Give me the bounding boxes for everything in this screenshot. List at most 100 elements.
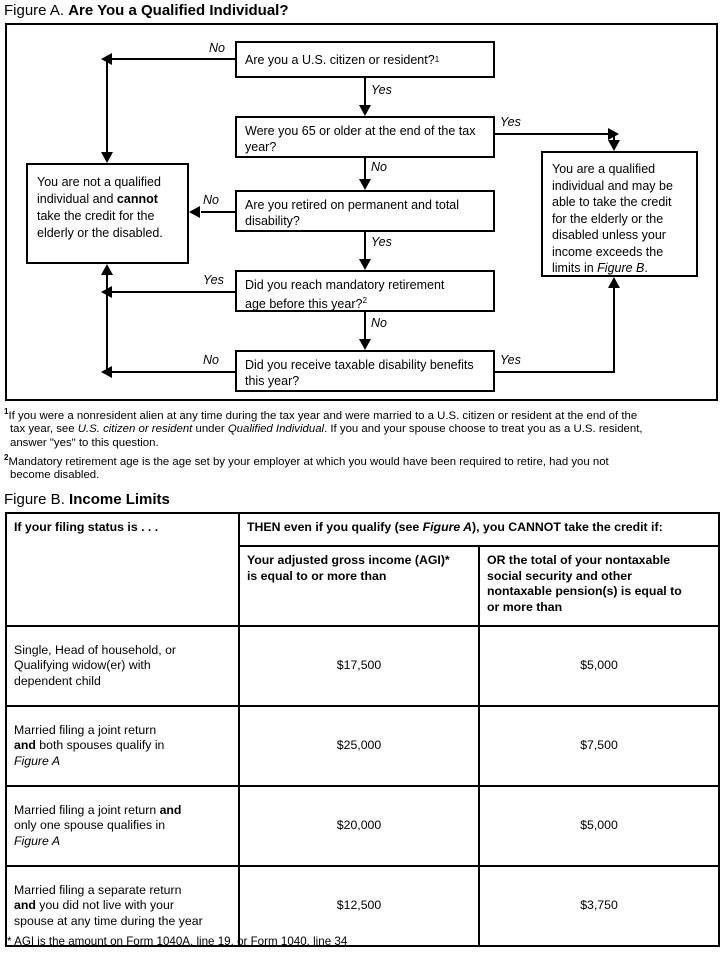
header-nontaxable-line1: OR the total of your nontaxable (487, 553, 671, 567)
figure-b-footnote: * AGI is the amount on Form 1040A, line … (7, 935, 348, 948)
edge-citizen-yes-vertical (364, 78, 366, 105)
edge-mandatory-no-arrowhead (359, 339, 371, 350)
edge-age-no-arrowhead (359, 179, 371, 190)
edge-taxable-no-horizontal (107, 371, 235, 373)
edge-age-yes-vertical (613, 133, 615, 140)
header-then-span: THEN even if you qualify (see Figure A),… (237, 512, 721, 547)
footnote-1-ref-citizen: U.S. citizen or resident (77, 423, 193, 436)
header-nontaxable-line4: or more than (487, 599, 563, 614)
edge-label-citizen-no: No (209, 41, 225, 55)
edge-mandatory-yes-up-arrowhead (101, 264, 113, 275)
figure-a-flowchart: Are you a U.S. citizen or resident?1 Wer… (5, 23, 718, 401)
node-mandatory-retirement-line1: Did you reach mandatory retirement (245, 278, 445, 292)
terminal-not-qualified-line2a: individual and (37, 192, 117, 206)
node-retired-disability-text: Are you retired on permanent and total d… (245, 198, 460, 228)
node-mandatory-retirement: Did you reach mandatory retirement age b… (235, 270, 495, 312)
edge-retired-no-arrowhead (189, 206, 200, 218)
header-agi-line2: is equal to or more than (247, 568, 387, 583)
terminal-not-qualified-cannot: cannot (116, 192, 158, 206)
terminal-qualified-line7c: . (644, 261, 648, 275)
header-filing-status-text: If your filing status is . . . (14, 520, 159, 534)
footnote-2-line2: become disabled. (10, 469, 100, 482)
node-retired-disability: Are you retired on permanent and total d… (235, 190, 495, 232)
footnote-1-marker: 1 (4, 407, 9, 416)
footnote-1-line2-a: tax year, see (10, 423, 78, 436)
terminal-qualified: You are a qualified individual and may b… (541, 151, 698, 277)
node-us-citizen-text: Are you a U.S. citizen or resident? (245, 52, 435, 67)
row-2-status-line1: Married filing a joint return (14, 722, 157, 737)
terminal-qualified-figure-b-ref: Figure B (597, 261, 645, 275)
edge-citizen-no-horizontal (107, 58, 235, 60)
edge-label-taxable-yes: Yes (500, 353, 521, 367)
terminal-qualified-line1: You are a qualified (552, 162, 656, 176)
edge-label-mandatory-yes: Yes (203, 273, 224, 287)
edge-label-mandatory-no: No (371, 316, 387, 330)
terminal-not-qualified-line4: elderly or the disabled. (37, 226, 163, 240)
header-then-span-b: ), you CANNOT take the credit if: (472, 520, 663, 534)
figure-b-label: Figure B. (4, 491, 65, 508)
node-us-citizen-footnote-marker: 1 (434, 54, 440, 64)
node-us-citizen: Are you a U.S. citizen or resident?1 (235, 41, 495, 78)
row-1-status-line2: Qualifying widow(er) with (14, 658, 151, 673)
table-row: Married filing a joint return and only o… (5, 785, 721, 867)
node-mandatory-retirement-footnote-marker: 2 (362, 296, 367, 305)
edge-label-retired-no: No (203, 193, 219, 207)
row-3-status-figure-a-ref: Figure A (14, 833, 61, 848)
header-nontaxable-line3: nontaxable pension(s) is equal to (487, 584, 682, 598)
row-2-status-figure-a-ref: Figure A (14, 753, 61, 768)
row-1-nontaxable: $5,000 (477, 625, 721, 707)
footnote-2-marker: 2 (4, 453, 9, 462)
row-3-nontaxable: $5,000 (477, 785, 721, 867)
row-2-nontaxable: $7,500 (477, 705, 721, 787)
edge-retired-no-horizontal (201, 211, 235, 213)
edge-age-yes-horizontal (495, 133, 609, 135)
edge-citizen-no-down-arrowhead (101, 152, 113, 163)
row-4-nontaxable: $3,750 (477, 865, 721, 947)
figure-b-name: Income Limits (69, 491, 170, 508)
footnote-1-line2-b: under (192, 423, 228, 436)
figure-a-name: Are You a Qualified Individual? (68, 2, 289, 19)
row-1-status-line3: dependent child (14, 673, 101, 688)
terminal-qualified-line4: for the elderly or the (552, 211, 664, 226)
income-limits-table: If your filing status is . . . THEN even… (5, 512, 721, 947)
header-nontaxable-line2: social security and other (487, 568, 632, 583)
table-header-row-1: If your filing status is . . . THEN even… (5, 512, 721, 627)
row-3-agi: $20,000 (238, 785, 480, 867)
edge-citizen-no-vertical (106, 58, 108, 152)
footnote-1-line3: answer "yes" to this question. (10, 436, 159, 449)
node-taxable-disability-benefits-text: Did you receive taxable disability benef… (245, 358, 474, 388)
row-3-status-line1: Married filing a joint return (14, 802, 160, 817)
row-2-status-and: and (14, 738, 36, 753)
row-3-status-line2: only one spouse qualifies in (14, 818, 166, 833)
terminal-not-qualified: You are not a qualified individual and c… (26, 163, 189, 264)
footnote-1-line2-c: . If you and your spouse choose to treat… (324, 423, 643, 436)
table-row: Married filing a joint return and both s… (5, 705, 721, 787)
header-agi-line1: Your adjusted gross income (AGI)* (247, 553, 450, 567)
edge-age-no-vertical (364, 158, 366, 179)
row-2-status: Married filing a joint return and both s… (5, 705, 240, 787)
header-agi: Your adjusted gross income (AGI)* is equ… (238, 545, 480, 627)
edge-age-yes-down-arrowhead (608, 140, 620, 151)
header-filing-status: If your filing status is . . . (5, 512, 240, 627)
header-then-span-a: THEN even if you qualify (see (247, 520, 423, 534)
node-taxable-disability-benefits: Did you receive taxable disability benef… (235, 350, 495, 392)
terminal-qualified-line7a: limits in (552, 261, 598, 275)
header-nontaxable: OR the total of your nontaxable social s… (477, 545, 721, 627)
row-4-status-line3: spouse at any time during the year (14, 913, 203, 928)
terminal-not-qualified-line1: You are not a qualified (37, 175, 161, 189)
edge-retired-yes-arrowhead (359, 259, 371, 270)
edge-taxable-no-vertical-rail (106, 291, 108, 373)
edge-label-age-no: No (371, 160, 387, 174)
footnote-1-ref-qualified: Qualified Individual (227, 423, 325, 436)
footnote-2-line1: Mandatory retirement age is the age set … (8, 455, 609, 468)
edge-label-retired-yes: Yes (371, 235, 392, 249)
terminal-qualified-line2: individual and may be (552, 178, 673, 193)
row-4-status-line1: Married filing a separate return (14, 882, 182, 897)
terminal-qualified-line3: able to take the credit (552, 195, 672, 209)
edge-mandatory-no-vertical (364, 312, 366, 339)
row-3-status: Married filing a joint return and only o… (5, 785, 240, 867)
footnote-1-line1: If you were a nonresident alien at any t… (8, 409, 638, 422)
edge-citizen-yes-arrowhead (359, 105, 371, 116)
row-4-status-line2: you did not live with your (35, 898, 174, 913)
edge-label-citizen-yes: Yes (371, 83, 392, 97)
